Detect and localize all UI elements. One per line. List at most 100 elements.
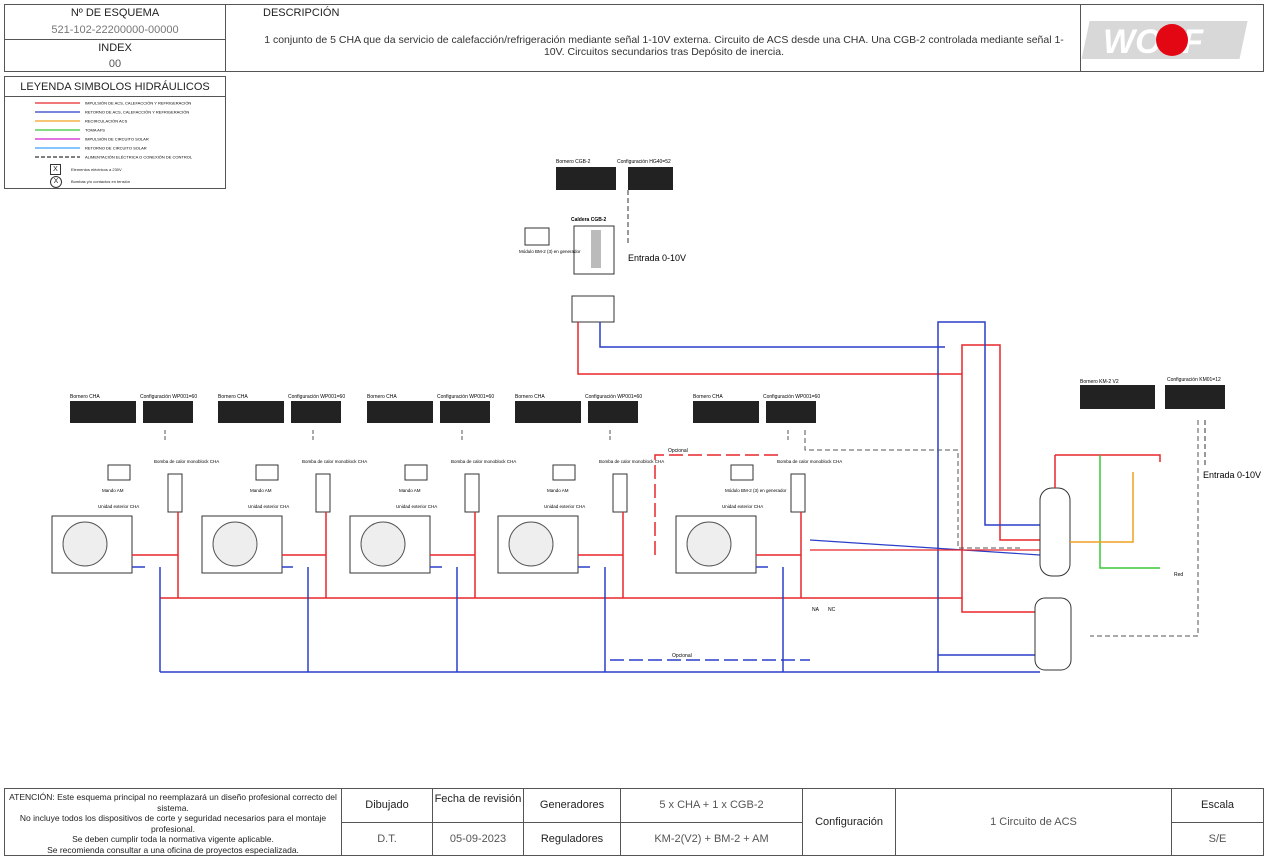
unit-control-icon [107, 464, 131, 481]
unit-config-strip [291, 401, 341, 423]
unit-config-label: Configuración WP001=60 [288, 394, 345, 400]
configuration-label: Configuración [815, 816, 883, 828]
unit-config-label: Configuración WP001=60 [763, 394, 820, 400]
unit-control-icon [255, 464, 279, 481]
unit-pump-label: Bomba de calor monoblock CHA [599, 459, 664, 464]
unit-terminal-label: Bornero CHA [693, 394, 723, 400]
unit-pump-label: Bomba de calor monoblock CHA [154, 459, 219, 464]
drawn-label-cell: Dibujado [341, 788, 433, 823]
unit-control-label: Mando AM [102, 488, 124, 493]
buffer-tank [1034, 597, 1072, 671]
regulators-label-cell: Reguladores [523, 822, 621, 856]
unit-fan-icon [212, 521, 258, 567]
km-input-label: Entrada 0-10V [1203, 470, 1261, 480]
cgb-terminal-strip [556, 167, 673, 190]
na-label: NA [812, 607, 820, 613]
legend-symbol-circle: X [50, 176, 62, 188]
unit-config-strip [440, 401, 490, 423]
unit-monoblock [167, 473, 183, 513]
km-terminal-strip [1080, 385, 1155, 409]
logo-box: WOLF [1080, 4, 1264, 72]
regulators-value: KM-2(V2) + BM-2 + AM [654, 833, 769, 845]
unit-config-strip [766, 401, 816, 423]
red-label: Red [1174, 572, 1183, 578]
cgb-boiler-label: Caldera CGB-2 [571, 217, 607, 223]
drawn-value: D.T. [377, 833, 397, 845]
attention-text: ATENCIÓN: Este esquema principal no reem… [9, 792, 337, 855]
unit-control-icon [552, 464, 576, 481]
configuration-value-cell: 1 Circuito de ACS [895, 788, 1172, 856]
unit-control-icon [404, 464, 428, 481]
cgb-module-label: Módulo BM-2 (3) en generador [519, 249, 581, 254]
unit-terminal-strip [515, 401, 581, 423]
cgb-input-label: Entrada 0-10V [628, 253, 686, 263]
km-terminal-label: Bornero KM-2 V2 [1080, 379, 1119, 385]
legend-title: LEYENDA SIMBOLOS HIDRÁULICOS [20, 81, 210, 93]
cgb-config-label: Configuración HG40=52 [617, 159, 671, 165]
unit-terminal-strip [218, 401, 284, 423]
unit-pump-label: Bomba de calor monoblock CHA [302, 459, 367, 464]
configuration-label-cell: Configuración [802, 788, 896, 856]
unit-config-strip [143, 401, 193, 423]
scale-value: S/E [1208, 833, 1227, 845]
index-value: 00 [108, 58, 122, 70]
cgb-terminal-label: Bornero CGB-2 [556, 159, 591, 165]
km-config-label: Configuración KM01=12 [1167, 377, 1221, 383]
unit-monoblock [464, 473, 480, 513]
scale-value-cell: S/E [1171, 822, 1264, 856]
dhw-tank [1039, 487, 1071, 577]
unit-monoblock [790, 473, 806, 513]
unit-terminal-label: Bornero CHA [70, 394, 100, 400]
regulators-label: Reguladores [540, 833, 604, 845]
unit-terminal-label: Bornero CHA [367, 394, 397, 400]
unit-outdoor-label: Unidad exterior CHA [248, 504, 289, 509]
legend-symbol-230v-label: Elementos eléctricos a 230V [71, 167, 122, 172]
description-text: 1 conjunto de 5 CHA que da servicio de c… [264, 34, 1064, 58]
unit-terminal-strip [70, 401, 136, 423]
legend-symbol-pumps-label: Bombas y/o contactos en tensión [71, 179, 130, 184]
unit-control-label: Mando AM [250, 488, 272, 493]
scale-label: Escala [1200, 799, 1235, 811]
unit-outdoor-label: Unidad exterior CHA [98, 504, 139, 509]
km-config-strip [1165, 385, 1225, 409]
legend-item-label: RECIRCULACIÓN ACS [85, 119, 128, 124]
unit-pump-label: Bomba de calor monoblock CHA [451, 459, 516, 464]
description-label: DESCRIPCIÓN [263, 7, 340, 19]
scheme-number-box: Nº DE ESQUEMA 521-102-22200000-00000 IND… [4, 4, 226, 72]
legend-item-label: RETORNO DE CIRCUITO SOLAR [85, 146, 147, 151]
unit-outdoor-label: Unidad exterior CHA [396, 504, 437, 509]
legend-item-label: IMPULSIÓN DE ACS, CALEFACCIÓN Y REFRIGER… [85, 101, 191, 106]
generators-label-cell: Generadores [523, 788, 621, 823]
description-box: DESCRIPCIÓN 1 conjunto de 5 CHA que da s… [225, 4, 1081, 72]
optional-bottom-label: Opcional [672, 653, 692, 659]
unit-monoblock [315, 473, 331, 513]
unit-config-label: Configuración WP001=60 [585, 394, 642, 400]
regulators-value-cell: KM-2(V2) + BM-2 + AM [620, 822, 803, 856]
legend-item-label: RETORNO DE ACS, CALEFACCIÓN Y REFRIGERAC… [85, 110, 189, 115]
unit-outdoor-label: Unidad exterior CHA [722, 504, 763, 509]
drawn-value-cell: D.T. [341, 822, 433, 856]
scheme-number-label: Nº DE ESQUEMA [70, 7, 160, 19]
revision-value: 05-09-2023 [449, 833, 507, 845]
unit-control-label: Módulo BM-2 (3) en generador [725, 488, 787, 493]
optional-top-label: Opcional [668, 448, 688, 454]
unit-pump-label: Bomba de calor monoblock CHA [777, 459, 842, 464]
unit-terminal-strip [367, 401, 433, 423]
generators-value: 5 x CHA + 1 x CGB-2 [659, 799, 764, 811]
revision-label-cell: Fecha de revisión [432, 788, 524, 823]
unit-monoblock [612, 473, 628, 513]
index-label: INDEX [98, 42, 132, 54]
unit-fan-icon [62, 521, 108, 567]
wolf-logo: WOLF [1081, 21, 1248, 61]
unit-control-icon [730, 464, 754, 481]
nc-label: NC [828, 607, 836, 613]
unit-terminal-label: Bornero CHA [515, 394, 545, 400]
scheme-number: 521-102-22200000-00000 [51, 24, 179, 36]
cgb-hydraulic-separator [571, 295, 615, 323]
unit-config-label: Configuración WP001=60 [437, 394, 494, 400]
unit-control-label: Mando AM [399, 488, 421, 493]
cgb-module-icon [524, 227, 550, 246]
unit-config-label: Configuración WP001=60 [140, 394, 197, 400]
legend-item-label: TOMA AFS [85, 128, 105, 133]
